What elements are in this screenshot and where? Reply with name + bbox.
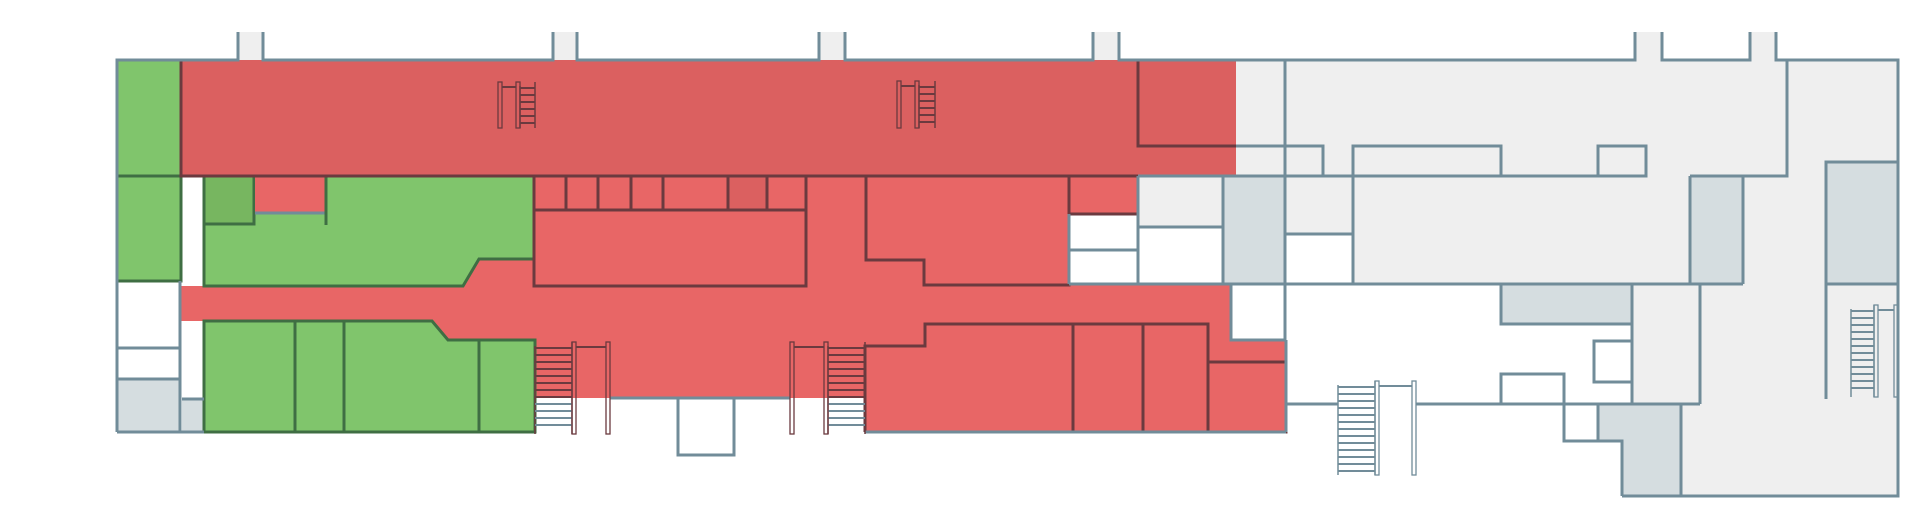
- room-red-small[interactable]: [255, 176, 326, 213]
- east-wing: [1138, 60, 1898, 496]
- wall: [1236, 144, 1325, 176]
- room-light[interactable]: [1138, 176, 1223, 227]
- wall: [1824, 160, 1898, 399]
- wall: [179, 60, 1138, 178]
- room-green-small[interactable]: [202, 174, 256, 226]
- entrance-notch: [819, 32, 845, 61]
- room-green[interactable]: [115, 174, 183, 283]
- stairs-icon[interactable]: [534, 341, 611, 435]
- service-room[interactable]: [117, 379, 180, 432]
- service-room[interactable]: [1690, 176, 1743, 284]
- door-jamb: [1374, 380, 1380, 476]
- outer-wall: [1622, 32, 1900, 498]
- outer-wall: [843, 32, 1095, 62]
- door-jamb: [1873, 304, 1879, 398]
- entrance-notch: [1750, 32, 1776, 61]
- room-outline[interactable]: [676, 396, 736, 457]
- room-light[interactable]: [1681, 404, 1787, 496]
- entrance-notch: [238, 32, 263, 61]
- door-jamb: [1893, 304, 1899, 398]
- outer-wall: [1117, 32, 1637, 62]
- service-room[interactable]: [1598, 404, 1681, 496]
- outer-wall: [575, 32, 821, 62]
- door-jamb: [571, 341, 577, 435]
- stairs-icon[interactable]: [497, 81, 536, 129]
- wall: [1351, 144, 1503, 176]
- room-outline[interactable]: [532, 208, 808, 288]
- wall: [1562, 404, 1624, 496]
- door-jamb: [515, 81, 521, 129]
- stairs-icon[interactable]: [896, 80, 936, 129]
- room-light[interactable]: [1285, 176, 1353, 234]
- entrances: [238, 32, 1776, 61]
- entrance-notch: [1093, 32, 1119, 61]
- east-hall[interactable]: [1236, 60, 1787, 176]
- available-zone: [115, 58, 537, 434]
- room-light[interactable]: [1743, 176, 1787, 284]
- stairs-icon[interactable]: [1337, 380, 1417, 476]
- room-outline[interactable]: [1499, 372, 1566, 406]
- door-jamb: [896, 80, 902, 129]
- room-highlight[interactable]: [728, 176, 766, 210]
- door-jamb: [823, 341, 829, 435]
- outer-wall: [261, 32, 555, 62]
- small-room[interactable]: [1594, 341, 1632, 382]
- wall: [1229, 285, 1286, 342]
- door-jamb: [789, 341, 795, 435]
- service-room[interactable]: [182, 399, 204, 432]
- wall: [1136, 60, 1236, 148]
- entrance-notch: [1635, 32, 1662, 61]
- entrance-notch: [553, 32, 577, 61]
- gray-walls: [115, 32, 1900, 498]
- stairs-icon[interactable]: [1850, 304, 1899, 398]
- room-green[interactable]: [115, 58, 183, 178]
- stairs-icon[interactable]: [789, 341, 866, 435]
- door-jamb: [605, 341, 611, 435]
- door-jamb: [914, 80, 920, 129]
- top-hall[interactable]: [181, 60, 1236, 176]
- outer-wall: [115, 32, 240, 432]
- door-jamb: [1411, 380, 1417, 476]
- room-light[interactable]: [1632, 284, 1787, 404]
- service-room[interactable]: [1826, 162, 1898, 284]
- occupied-zone: [181, 60, 1286, 432]
- outer-wall: [1660, 32, 1752, 62]
- door-jamb: [497, 81, 503, 129]
- wall: [1690, 60, 1789, 178]
- main-corridor[interactable]: [181, 176, 1286, 432]
- service-room[interactable]: [1501, 284, 1632, 324]
- room-light[interactable]: [1353, 176, 1690, 284]
- service-room[interactable]: [1223, 176, 1285, 284]
